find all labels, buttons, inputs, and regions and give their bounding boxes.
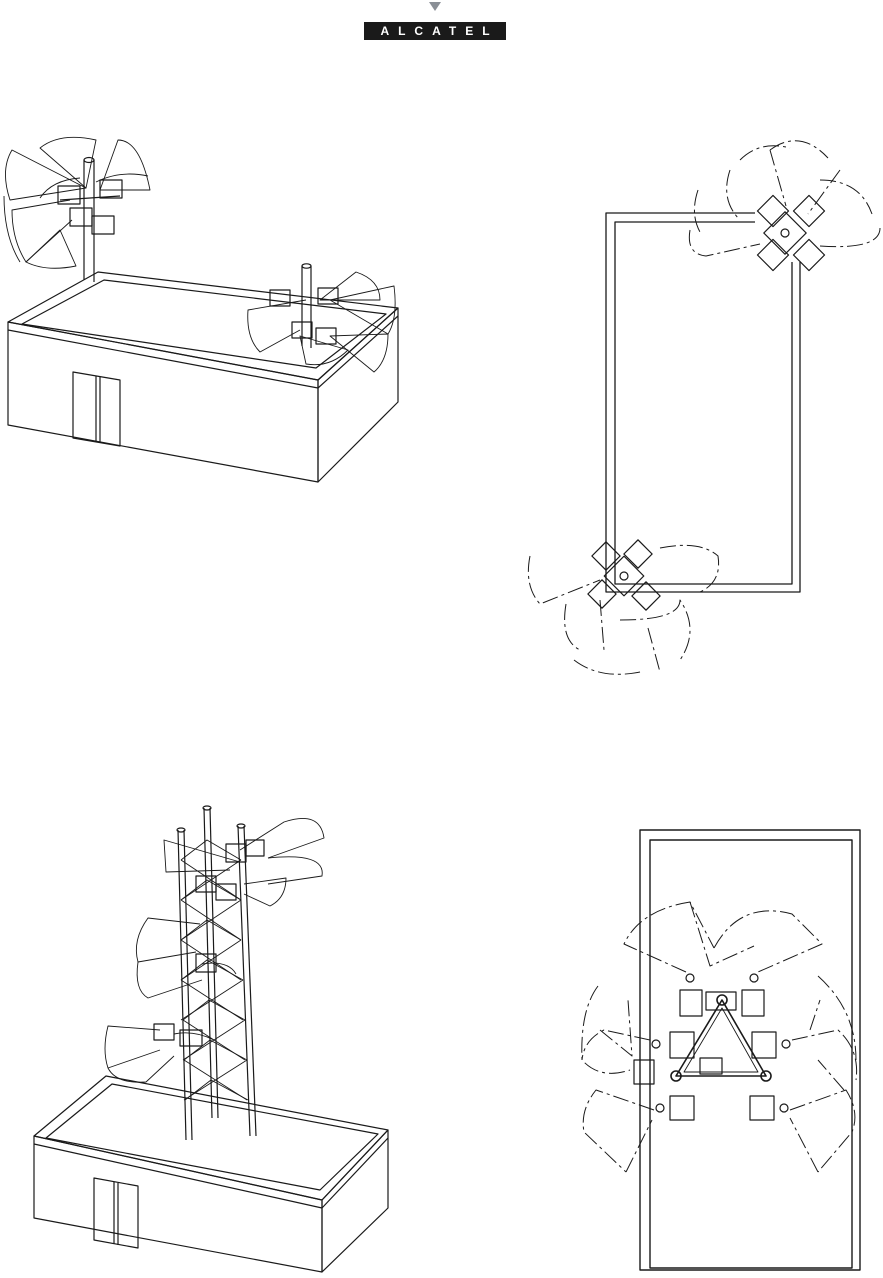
antenna-unit: [92, 216, 114, 234]
roof-outline-plan: [606, 213, 800, 592]
mast-right: [270, 264, 338, 348]
antenna-unit: [680, 990, 702, 1016]
sector-coverage-left: [4, 137, 150, 268]
sector-coverage-bottom: [528, 545, 718, 674]
lattice-tower: [177, 806, 256, 1140]
rooftop-plan-two-clusters: [528, 141, 880, 675]
antenna-unit: [216, 884, 236, 900]
lattice-tower-plan-view: [582, 830, 860, 1270]
antenna-unit: [634, 1060, 654, 1084]
antenna-cluster-top: [757, 195, 824, 270]
building-block: [8, 272, 398, 482]
sector-coverage-top: [689, 141, 880, 256]
rooftop-building-two-masts-perspective: [4, 137, 398, 482]
antenna-unit: [70, 208, 92, 226]
tower-plan-sector-coverage: [582, 902, 857, 1172]
lattice-tower-on-building-perspective: [34, 806, 388, 1272]
door: [94, 1178, 138, 1248]
building-block-lower: [34, 1076, 388, 1272]
antenna-unit: [100, 180, 122, 198]
tower-plan-antennas: [634, 974, 790, 1120]
antenna-cluster-bottom: [588, 540, 660, 610]
antenna-unit: [750, 1096, 774, 1120]
antenna-unit: [742, 990, 764, 1016]
sector-coverage-right: [248, 272, 395, 372]
antenna-unit: [670, 1096, 694, 1120]
tower-triangle-plan: [671, 995, 771, 1081]
antenna-unit: [752, 1032, 776, 1058]
antenna-unit: [154, 1024, 174, 1040]
antenna-unit: [318, 288, 338, 304]
antenna-unit: [246, 840, 264, 856]
antenna-unit: [670, 1032, 694, 1058]
roof-outline-plan-lower: [640, 830, 860, 1270]
